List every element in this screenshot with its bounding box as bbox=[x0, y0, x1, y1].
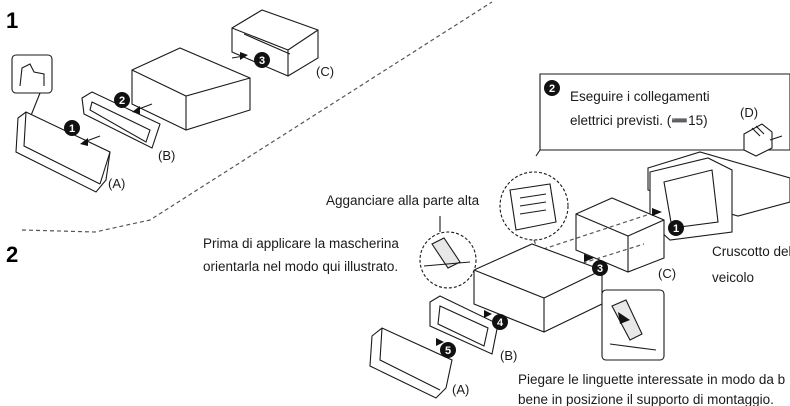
label-b: (B) bbox=[158, 148, 175, 163]
label-c: (C) bbox=[316, 64, 334, 79]
vehicle-dashboard bbox=[647, 151, 790, 241]
trim-plate bbox=[81, 91, 161, 149]
detail-zoom-circle bbox=[499, 171, 569, 257]
connections-text-1: Eseguire i collegamenti bbox=[570, 89, 710, 104]
svg-text:1: 1 bbox=[673, 223, 679, 235]
label-b2: (B) bbox=[500, 348, 517, 363]
svg-text:2: 2 bbox=[549, 83, 555, 95]
trim-plate-2 bbox=[429, 295, 499, 355]
svg-text:3: 3 bbox=[597, 263, 603, 275]
svg-text:2: 2 bbox=[119, 95, 125, 107]
mounting-sleeve bbox=[231, 9, 319, 77]
arrow-2-1 bbox=[652, 208, 662, 216]
svg-text:5: 5 bbox=[445, 345, 451, 357]
faceplate-2 bbox=[369, 327, 453, 399]
arrow-2-3 bbox=[584, 254, 594, 262]
svg-text:1: 1 bbox=[69, 123, 75, 135]
orient-text-1: Prima di applicare la mascherina bbox=[203, 236, 399, 251]
bend-tabs-detail bbox=[601, 289, 665, 361]
dashboard-text-1: Cruscotto del bbox=[712, 244, 790, 259]
badge-2-callout: 2 bbox=[544, 80, 560, 96]
badge-2-4: 4 bbox=[492, 314, 508, 330]
badge-2-3: 3 bbox=[592, 260, 608, 276]
label-a2: (A) bbox=[452, 382, 469, 397]
receiver-unit bbox=[131, 47, 251, 131]
faceplate bbox=[15, 111, 111, 193]
badge-2-5: 5 bbox=[440, 342, 456, 358]
badge-1: 1 bbox=[64, 120, 80, 136]
badge-2-1: 1 bbox=[668, 220, 684, 236]
connections-text-2: elettrici previsti. (➖15) bbox=[570, 113, 708, 128]
release-icon bbox=[11, 54, 53, 129]
hook-detail-circle bbox=[419, 231, 477, 289]
bend-text-2: bene in posizione il supporto di montagg… bbox=[518, 392, 774, 406]
section-divider bbox=[21, 1, 493, 233]
dashboard-text-2: veicolo bbox=[712, 270, 754, 285]
connections-callout bbox=[535, 73, 790, 157]
orient-text-2: orientarla nel modo qui illustrato. bbox=[203, 259, 398, 274]
arrow-2-4 bbox=[484, 310, 492, 318]
hook-top-text: Agganciare alla parte alta bbox=[326, 193, 480, 208]
step-2-number: 2 bbox=[6, 242, 18, 267]
step-1-number: 1 bbox=[6, 8, 18, 33]
label-d: (D) bbox=[740, 105, 758, 120]
svg-text:3: 3 bbox=[259, 55, 265, 67]
bend-text-1: Piegare le linguette interessate in modo… bbox=[518, 372, 785, 387]
badge-2: 2 bbox=[114, 92, 130, 108]
label-c2: (C) bbox=[658, 266, 676, 281]
svg-text:4: 4 bbox=[497, 317, 504, 329]
mounting-sleeve-2 bbox=[575, 197, 665, 273]
arrow-2-5 bbox=[436, 338, 444, 346]
connector-plug-icon bbox=[743, 123, 783, 157]
label-a: (A) bbox=[108, 176, 125, 191]
badge-3: 3 bbox=[254, 52, 270, 68]
